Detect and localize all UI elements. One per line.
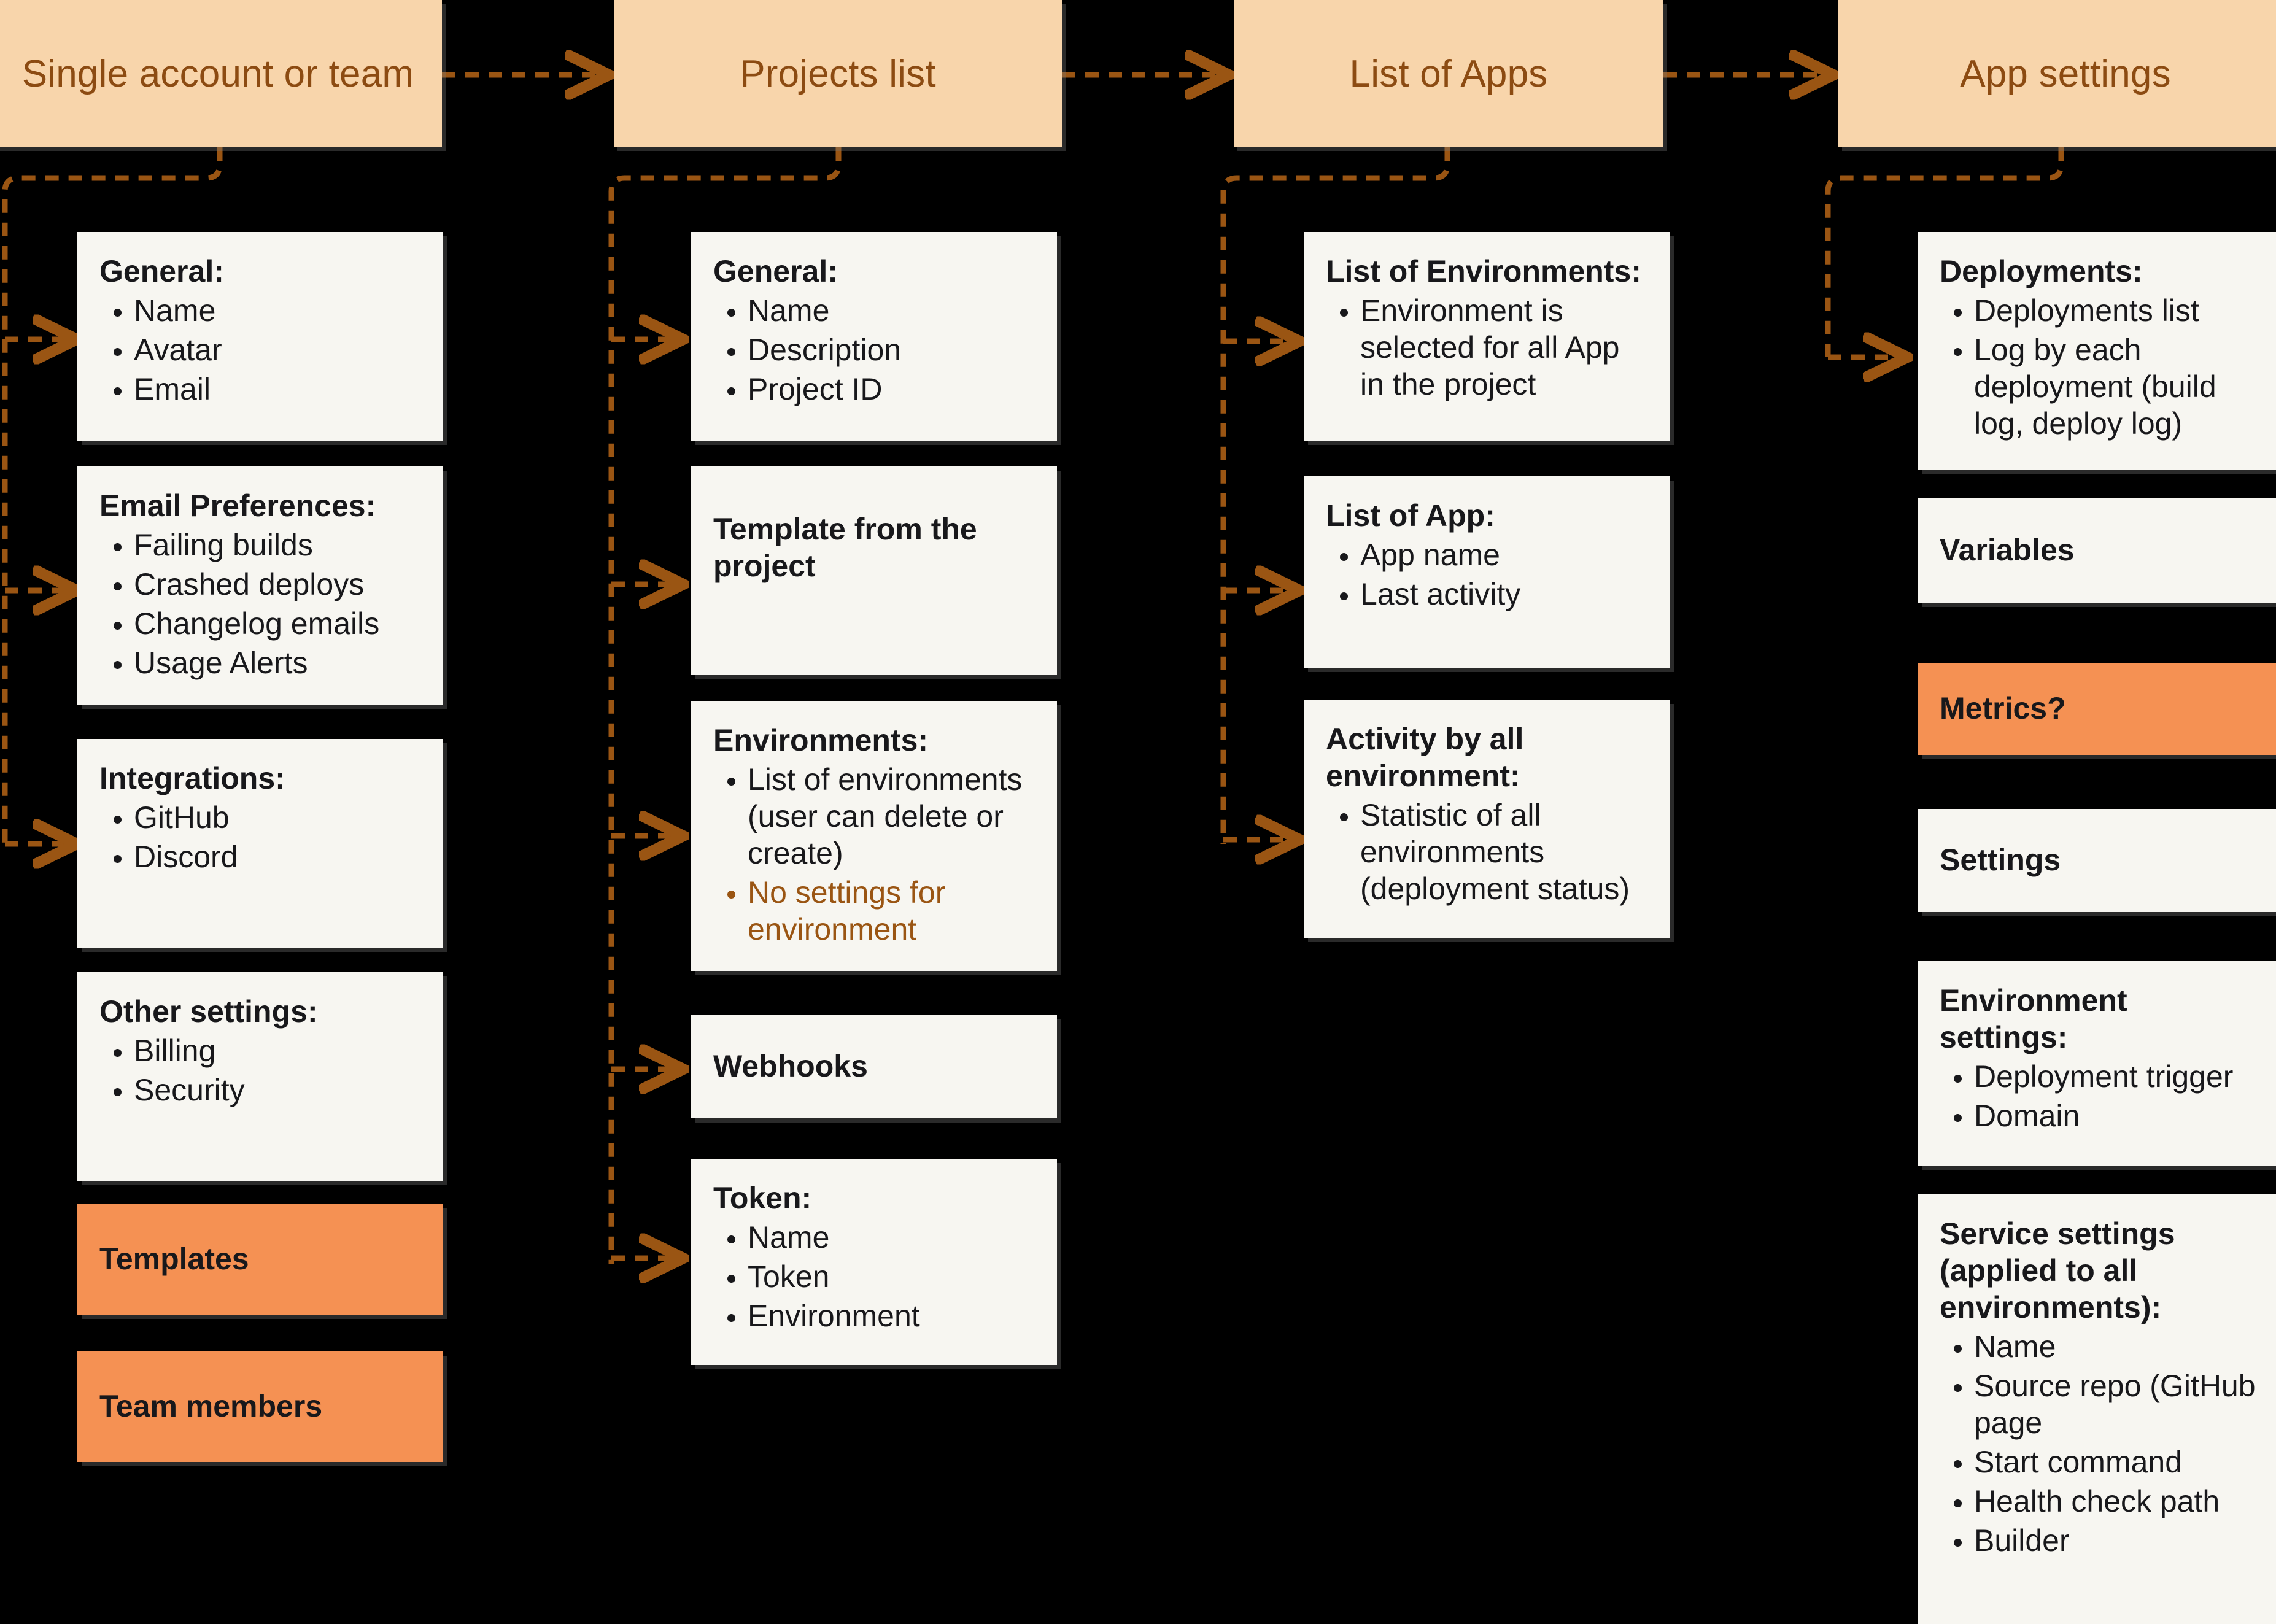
card-title: Email Preferences: xyxy=(99,489,376,523)
header-projects-list[interactable]: Projects list xyxy=(614,0,1062,147)
list-item: Domain xyxy=(1974,1097,2262,1134)
list-item: Billing xyxy=(134,1032,422,1069)
list-item: Changelog emails xyxy=(134,605,422,642)
card-webhooks[interactable]: Webhooks xyxy=(691,1015,1057,1118)
card-email-preferences[interactable]: Email Preferences: Failing builds Crashe… xyxy=(77,466,443,705)
card-title: Template from the project xyxy=(713,512,977,583)
card-general-project[interactable]: General: Name Description Project ID xyxy=(691,232,1057,441)
card-list: Name Token Environment xyxy=(713,1219,1036,1334)
list-item: App name xyxy=(1360,536,1649,573)
list-item: Token xyxy=(748,1258,1036,1295)
list-item: Environment xyxy=(748,1297,1036,1334)
list-item: GitHub xyxy=(134,799,422,836)
card-list: Name Description Project ID xyxy=(713,292,1036,408)
card-variables[interactable]: Variables xyxy=(1918,498,2276,603)
card-templates[interactable]: Templates xyxy=(77,1204,443,1315)
card-template-from-project[interactable]: Template from the project xyxy=(691,466,1057,675)
list-item-highlighted: No settings for environment xyxy=(748,874,1036,948)
card-list: App name Last activity xyxy=(1326,536,1649,613)
list-item: Statistic of all environments (deploymen… xyxy=(1360,797,1649,907)
card-title: Templates xyxy=(99,1242,249,1276)
card-title: General: xyxy=(713,254,838,288)
card-title: Deployments: xyxy=(1940,254,2143,288)
card-service-settings[interactable]: Service settings (applied to all environ… xyxy=(1918,1194,2276,1624)
list-item: Environment is selected for all App in t… xyxy=(1360,292,1649,403)
card-list: Deployments list Log by each deployment … xyxy=(1940,292,2262,442)
list-item: Name xyxy=(1974,1328,2262,1365)
card-team-members[interactable]: Team members xyxy=(77,1351,443,1462)
card-list-of-environments[interactable]: List of Environments: Environment is sel… xyxy=(1304,232,1670,441)
list-item: Last activity xyxy=(1360,576,1649,613)
list-item: Avatar xyxy=(134,331,422,368)
card-list: Statistic of all environments (deploymen… xyxy=(1326,797,1649,907)
list-item: Name xyxy=(748,292,1036,329)
card-title: Token: xyxy=(713,1181,812,1215)
list-item: Health check path xyxy=(1974,1483,2262,1520)
list-item: Name xyxy=(134,292,422,329)
card-title: Metrics? xyxy=(1940,691,2066,725)
card-title: General: xyxy=(99,254,224,288)
list-item: Start command xyxy=(1974,1444,2262,1480)
header-app-settings[interactable]: App settings xyxy=(1838,0,2276,147)
card-list: Deployment trigger Domain xyxy=(1940,1058,2262,1134)
card-list: List of environments (user can delete or… xyxy=(713,761,1036,948)
header-list-of-apps[interactable]: List of Apps xyxy=(1234,0,1663,147)
list-item: Name xyxy=(748,1219,1036,1256)
list-item: Description xyxy=(748,331,1036,368)
card-title: Environments: xyxy=(713,723,929,757)
list-item: Crashed deploys xyxy=(134,566,422,603)
card-deployments[interactable]: Deployments: Deployments list Log by eac… xyxy=(1918,232,2276,470)
card-general-account[interactable]: General: Name Avatar Email xyxy=(77,232,443,441)
card-token[interactable]: Token: Name Token Environment xyxy=(691,1159,1057,1365)
list-item: Usage Alerts xyxy=(134,644,422,681)
card-activity-by-all-environment[interactable]: Activity by all environment: Statistic o… xyxy=(1304,700,1670,938)
card-title: Integrations: xyxy=(99,761,285,795)
header-label: App settings xyxy=(1960,52,2171,95)
list-item: List of environments (user can delete or… xyxy=(748,761,1036,872)
card-environments[interactable]: Environments: List of environments (user… xyxy=(691,701,1057,971)
card-list: GitHub Discord xyxy=(99,799,422,875)
card-list: Failing builds Crashed deploys Changelog… xyxy=(99,527,422,681)
card-environment-settings[interactable]: Environment settings: Deployment trigger… xyxy=(1918,961,2276,1166)
card-settings[interactable]: Settings xyxy=(1918,809,2276,912)
card-title: Settings xyxy=(1940,843,2061,877)
list-item: Deployment trigger xyxy=(1974,1058,2262,1095)
card-title: Team members xyxy=(99,1389,323,1423)
list-item: Deployments list xyxy=(1974,292,2262,329)
header-label: List of Apps xyxy=(1349,52,1548,95)
card-list: Name Avatar Email xyxy=(99,292,422,408)
header-label: Single account or team xyxy=(21,52,414,95)
card-title: Variables xyxy=(1940,533,2075,567)
card-other-settings[interactable]: Other settings: Billing Security xyxy=(77,972,443,1181)
card-list-of-app[interactable]: List of App: App name Last activity xyxy=(1304,476,1670,668)
list-item: Log by each deployment (build log, deplo… xyxy=(1974,331,2262,442)
card-title: Other settings: xyxy=(99,994,318,1029)
list-item: Builder xyxy=(1974,1522,2262,1559)
header-label: Projects list xyxy=(740,52,936,95)
card-title: List of App: xyxy=(1326,498,1495,533)
card-metrics[interactable]: Metrics? xyxy=(1918,663,2276,755)
card-list: Billing Security xyxy=(99,1032,422,1108)
card-list: Name Source repo (GitHub page Start comm… xyxy=(1940,1328,2262,1559)
card-title: Service settings (applied to all environ… xyxy=(1940,1216,2175,1324)
list-item: Security xyxy=(134,1072,422,1108)
list-item: Failing builds xyxy=(134,527,422,563)
list-item: Project ID xyxy=(748,371,1036,408)
card-title: List of Environments: xyxy=(1326,254,1641,288)
list-item: Source repo (GitHub page xyxy=(1974,1367,2262,1441)
card-title: Activity by all environment: xyxy=(1326,722,1524,793)
card-title: Webhooks xyxy=(713,1049,868,1083)
list-item: Email xyxy=(134,371,422,408)
card-integrations[interactable]: Integrations: GitHub Discord xyxy=(77,739,443,948)
card-title: Environment settings: xyxy=(1940,983,2127,1054)
header-single-account-or-team[interactable]: Single account or team xyxy=(0,0,442,147)
list-item: Discord xyxy=(134,838,422,875)
card-list: Environment is selected for all App in t… xyxy=(1326,292,1649,403)
